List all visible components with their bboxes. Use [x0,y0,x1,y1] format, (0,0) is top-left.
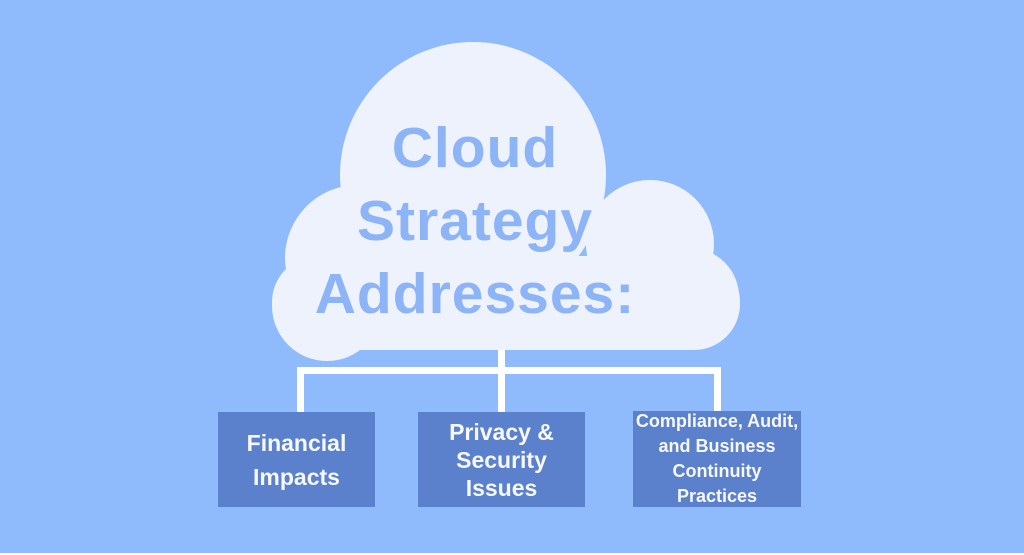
cloud-title-line-2: Strategy [356,189,594,253]
cloud-title: Cloud Strategy Addresses: [285,112,665,331]
connector-horizontal [297,367,721,374]
node-label-line: Security [456,446,547,473]
node-label-line: Issues [465,474,538,501]
node-label-line: and Business [658,436,776,456]
connector-right-drop [714,367,721,413]
bottom-edge-strip [0,553,1024,555]
cloud-title-line-1: Cloud [391,116,559,180]
node-label-line: Privacy & [449,418,554,445]
node-label-line: Continuity Practices [672,461,762,506]
connector-left-drop [297,367,304,413]
node-label-line: Financial [246,429,347,456]
node-compliance-audit-continuity: Compliance, Audit, and Business Continui… [633,411,801,507]
node-label-line: Compliance, Audit, [635,411,799,431]
cloud-shape [272,42,740,361]
cloud-title-line-3: Addresses: [314,262,636,326]
node-financial-impacts: Financial Impacts [218,412,375,507]
connector-lines [297,340,721,413]
node-label-line: Impacts [253,463,340,490]
node-privacy-security-issues: Privacy & Security Issues [418,412,585,507]
connector-trunk [498,340,505,413]
